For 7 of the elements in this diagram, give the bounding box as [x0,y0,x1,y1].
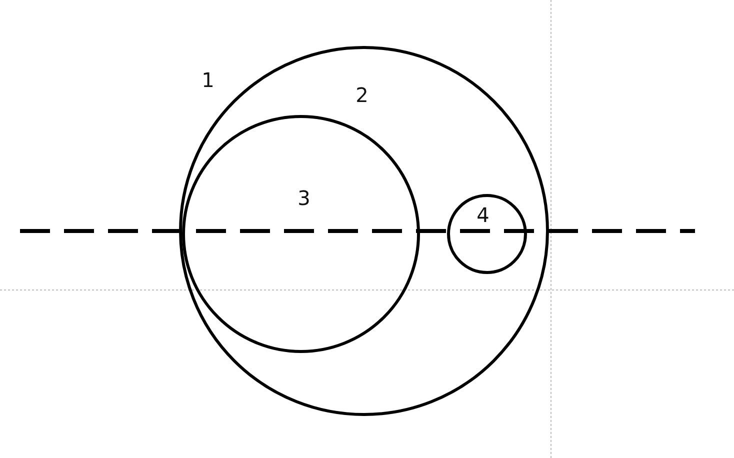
circle [182,115,420,353]
circle [179,46,549,416]
circle [447,194,527,274]
circle-number: 3 [298,186,310,210]
callout-number: 1 [202,68,214,92]
circle-number: 2 [356,83,368,107]
circle-number: 4 [476,203,490,227]
